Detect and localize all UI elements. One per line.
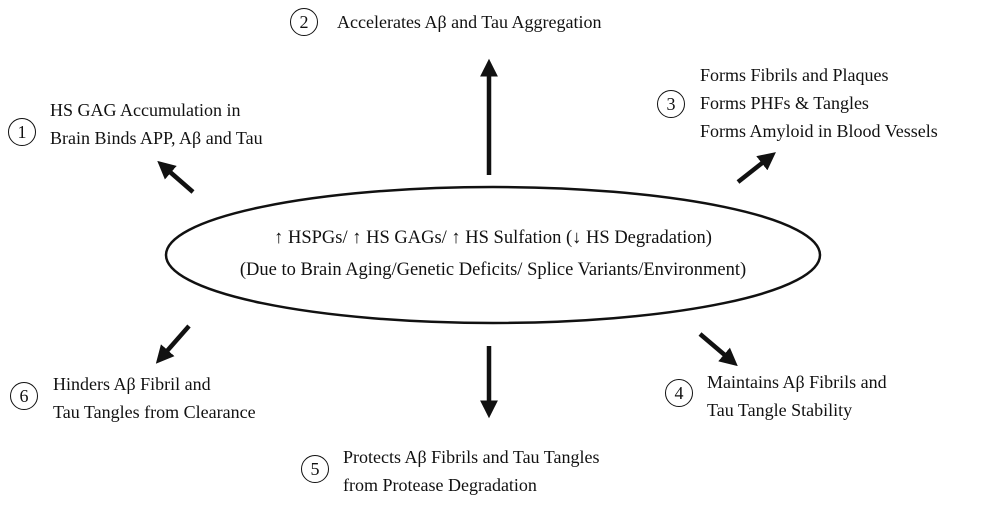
arrow-to-effect-6 bbox=[155, 324, 191, 364]
center-line-1: ↑ HSPGs/ ↑ HS GAGs/ ↑ HS Sulfation (↓ HS… bbox=[274, 228, 712, 248]
effect-1-number-badge: 1 bbox=[8, 118, 36, 146]
effect-3-line-3: Forms Amyloid in Blood Vessels bbox=[700, 121, 938, 141]
effect-4-line-2: Tau Tangle Stability bbox=[707, 400, 853, 420]
arrow-to-effect-3 bbox=[736, 152, 776, 184]
effect-1-line-2: Brain Binds APP, Aβ and Tau bbox=[50, 128, 263, 148]
effect-2-line-1: Accelerates Aβ and Tau Aggregation bbox=[337, 12, 602, 32]
center-line-2: (Due to Brain Aging/Genetic Deficits/ Sp… bbox=[239, 260, 747, 280]
effect-5-line-1: Protects Aβ Fibrils and Tau Tangles bbox=[343, 447, 600, 467]
effect-1-label: HS GAG Accumulation in Brain Binds APP, … bbox=[50, 96, 263, 152]
effect-3-number-badge: 3 bbox=[657, 90, 685, 118]
effect-3-line-2: Forms PHFs & Tangles bbox=[700, 93, 869, 113]
effect-6-number-badge: 6 bbox=[10, 382, 38, 410]
effect-4-number-badge: 4 bbox=[665, 379, 693, 407]
effect-5-line-2: from Protease Degradation bbox=[343, 475, 537, 495]
central-ellipse bbox=[164, 185, 822, 325]
effect-3-line-1: Forms Fibrils and Plaques bbox=[700, 65, 889, 85]
effect-4-line-1: Maintains Aβ Fibrils and bbox=[707, 372, 887, 392]
effect-5-label: Protects Aβ Fibrils and Tau Tangles from… bbox=[343, 443, 599, 499]
arrow-to-effect-1 bbox=[157, 160, 195, 194]
effect-1-line-1: HS GAG Accumulation in bbox=[50, 100, 241, 120]
effect-6-line-2: Tau Tangles from Clearance bbox=[53, 402, 256, 422]
arrow-to-effect-4 bbox=[698, 332, 738, 367]
effect-6-label: Hinders Aβ Fibril and Tau Tangles from C… bbox=[53, 370, 256, 426]
effect-2-label: Accelerates Aβ and Tau Aggregation bbox=[337, 8, 601, 36]
effect-6-line-1: Hinders Aβ Fibril and bbox=[53, 374, 211, 394]
effect-5-number-badge: 5 bbox=[301, 455, 329, 483]
effect-2-number-badge: 2 bbox=[290, 8, 318, 36]
effect-4-label: Maintains Aβ Fibrils and Tau Tangle Stab… bbox=[707, 368, 887, 424]
effect-3-label: Forms Fibrils and Plaques Forms PHFs & T… bbox=[700, 61, 938, 145]
